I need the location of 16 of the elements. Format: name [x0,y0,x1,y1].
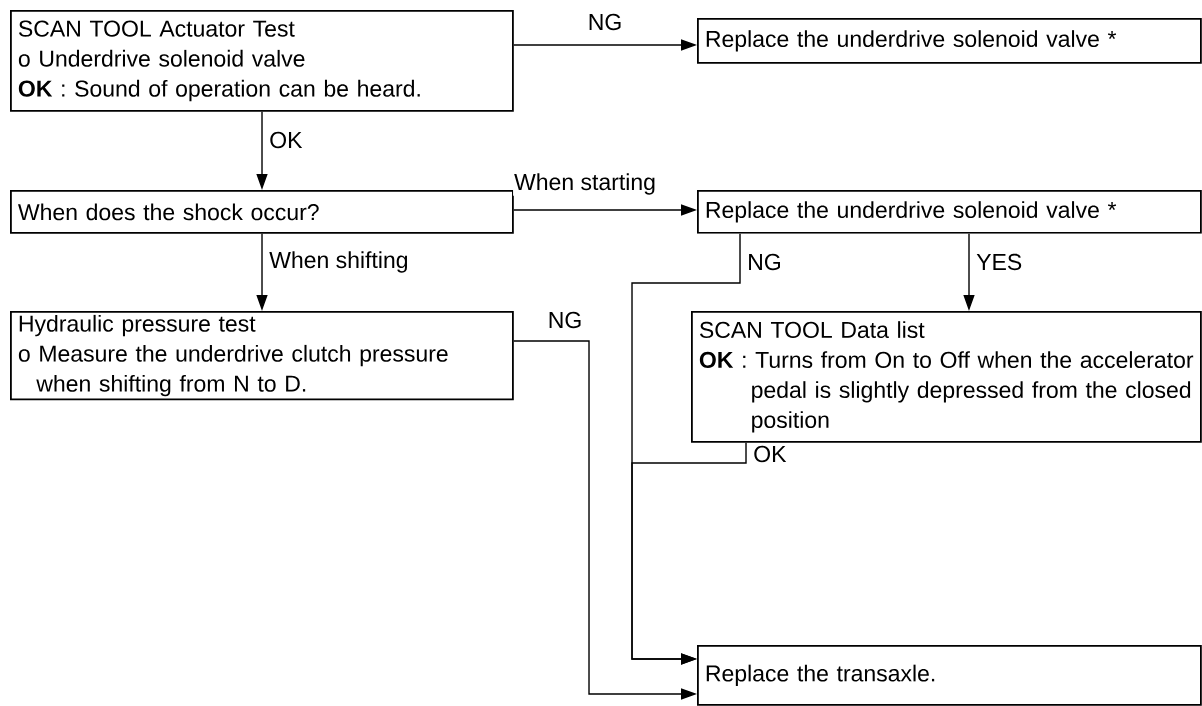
edge-label: When starting [513,172,657,196]
edge-label: YES [975,252,1024,272]
process-box: Replace the transaxle. [697,645,1202,706]
process-box: SCAN TOOL Data list OK : Turns from On to Off when the accelerator pedal is slightly depressed from the closed position [691,311,1202,443]
process-box: Hydraulic pressure test o Measure the underdrive clutch pressure when shifting from N to D. [10,311,514,401]
process-box: Replace the underdrive solenoid valve * [697,18,1202,64]
edge-label: When shifting [268,250,410,274]
edge-label: NG [546,310,584,330]
arrow [631,442,747,665]
process-box: When does the shock occur? [10,190,514,234]
edge-label: OK [752,444,788,464]
process-box: Replace the underdrive solenoid valve * [697,190,1202,234]
edge-label: NG [586,12,624,32]
edge-label: NG [746,252,783,272]
process-box: SCAN TOOL Actuator Test o Underdrive solenoid valve OK : Sound of operation can be heard. [10,10,514,112]
edge-label: OK [268,130,304,150]
